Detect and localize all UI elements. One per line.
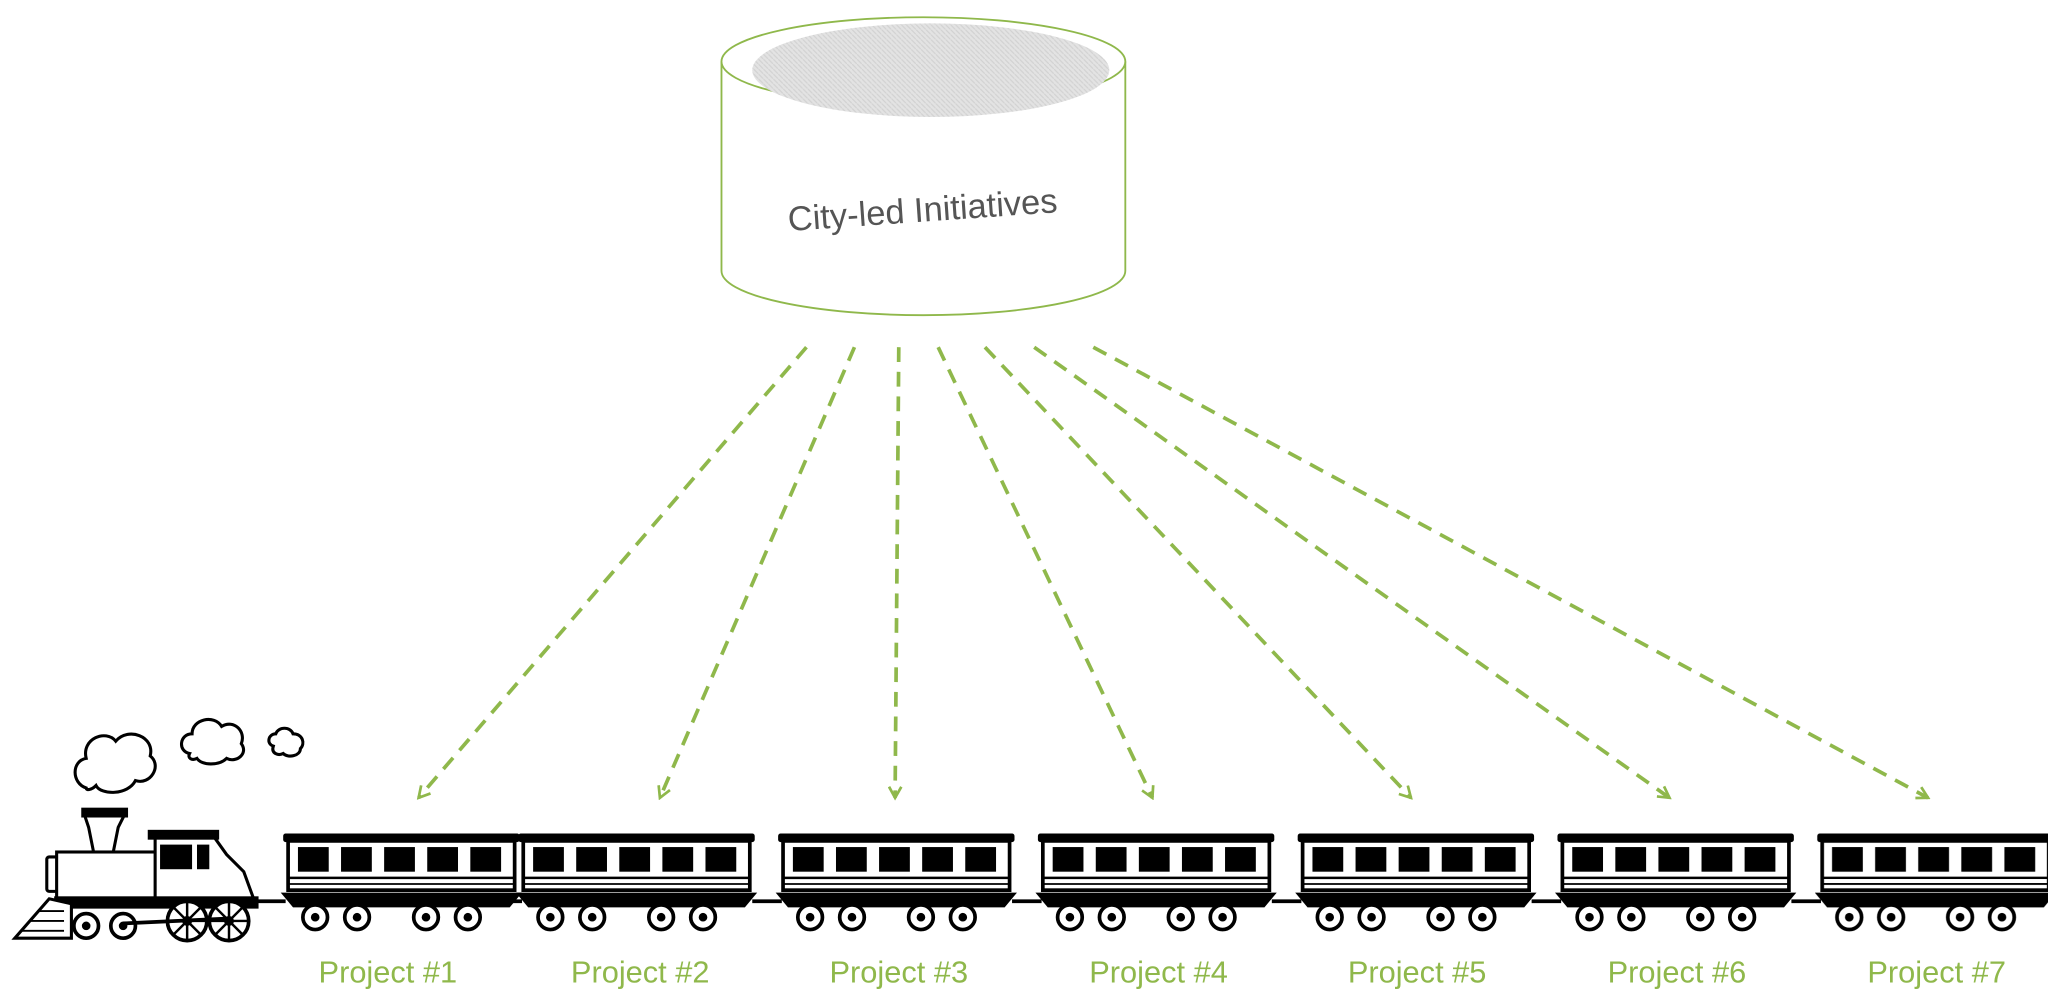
arrow-to-project-7 [1092, 345, 1928, 800]
project-label-1: Project #1 [318, 955, 458, 990]
smoke-puffs [73, 717, 305, 794]
smoke-puff-large-icon [73, 732, 157, 794]
project-label-5: Project #5 [1347, 955, 1487, 990]
arrow-to-project-6 [1033, 345, 1669, 798]
arrow-to-project-1 [419, 345, 808, 798]
project-label-6: Project #6 [1607, 955, 1747, 990]
arrow-to-project-4 [936, 346, 1152, 798]
project-label-3: Project #3 [829, 955, 969, 990]
diagram-scene: City-led Initiatives [11, 16, 2048, 990]
smoke-puff-small-icon [267, 726, 305, 758]
diagram-canvas: City-led Initiatives [11, 16, 2048, 943]
arrow-to-project-5 [983, 345, 1411, 798]
arrow-to-project-2 [660, 346, 857, 798]
locomotive-icon [11, 807, 259, 943]
smoke-puff-medium-icon [180, 717, 246, 766]
project-labels: Project #1 Project #2 Project #3 Project… [318, 955, 2006, 990]
project-label-4: Project #4 [1089, 955, 1228, 990]
project-label-2: Project #2 [570, 955, 710, 990]
hub-cylinder: City-led Initiatives [720, 16, 1127, 317]
connector-arrows [419, 345, 1928, 800]
arrow-to-project-3 [895, 347, 899, 798]
project-label-7: Project #7 [1867, 955, 2006, 990]
